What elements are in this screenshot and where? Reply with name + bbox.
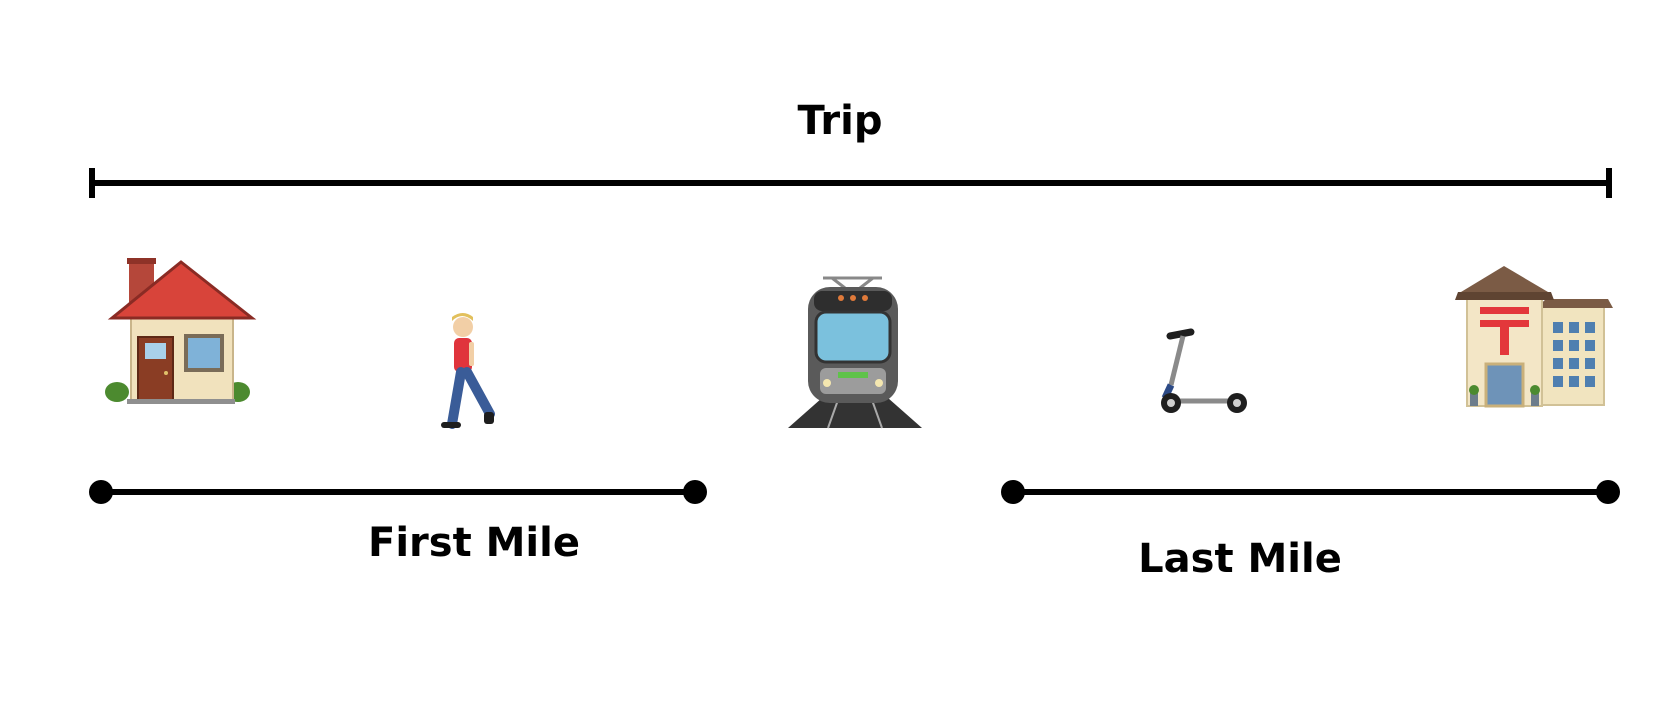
trip-span-bar <box>89 168 1612 198</box>
last-mile-label: Last Mile <box>1138 536 1342 582</box>
trip-label: Trip <box>797 98 883 144</box>
kick-scooter-icon <box>1161 328 1247 413</box>
first-mile-segment <box>89 480 707 504</box>
post-office-icon <box>1455 266 1613 408</box>
tram-icon <box>788 276 922 429</box>
first-mile-label: First Mile <box>368 520 580 566</box>
walking-person-icon <box>441 313 495 429</box>
last-mile-segment <box>1001 480 1620 504</box>
house-icon <box>105 258 257 404</box>
